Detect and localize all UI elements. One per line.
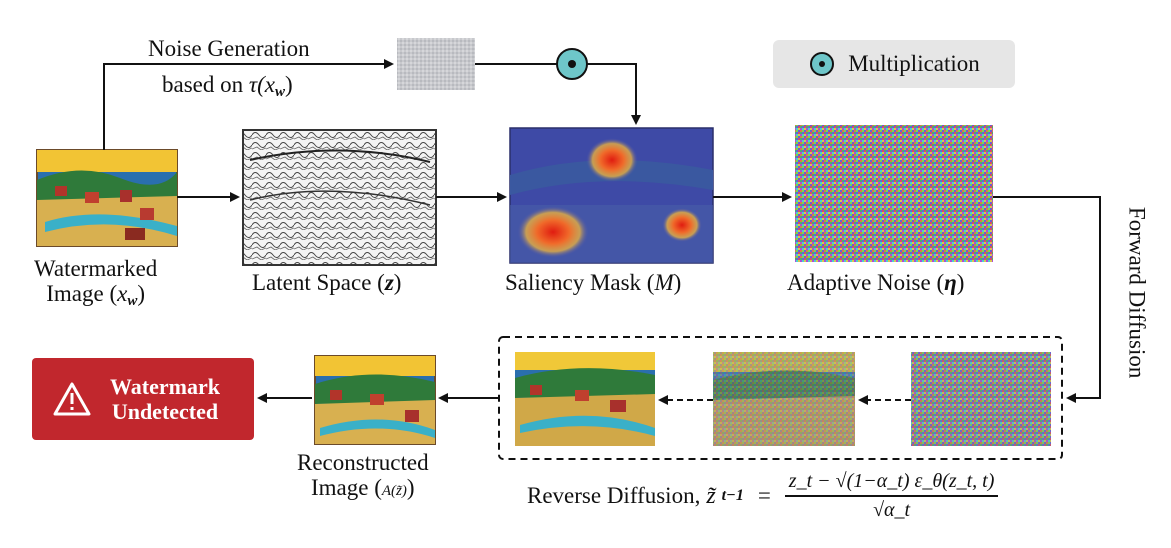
adaptive-noise-image	[795, 125, 993, 262]
saliency-mask-label: Saliency Mask (M)	[505, 270, 682, 295]
latent-space-label: Latent Space (z)	[252, 270, 402, 295]
latent-space-image	[242, 129, 437, 266]
mult-to-mask-arrow	[587, 63, 641, 125]
saliency-mask-image	[509, 127, 714, 264]
reconstructed-label: Reconstructed Image (A(z̃))	[297, 450, 429, 501]
noise-generation-label: Noise Generation	[148, 36, 310, 61]
watermark-undetected-alert: Watermark Undetected	[32, 358, 254, 440]
multiplication-node	[556, 48, 588, 80]
warning-icon	[53, 382, 91, 416]
reverse-step-clean	[515, 352, 655, 446]
watermarked-image	[36, 149, 178, 247]
forward-diffusion-label: Forward Diffusion	[1124, 206, 1150, 379]
reverse-diffusion-formula: Reverse Diffusion, z̃t−1 = z_t − √(1−α_t…	[527, 470, 999, 522]
multiplication-icon	[810, 52, 835, 76]
reverse-step-noisy	[911, 352, 1051, 446]
noise-gen-arrow	[103, 59, 394, 150]
reverse-fraction: z_t − √(1−α_t) ε_θ(z_t, t) √α_t	[784, 470, 999, 522]
reconstructed-image	[314, 355, 436, 445]
reverse-step-mid	[713, 352, 855, 446]
watermarked-label: Watermarked Image (xw)	[34, 256, 158, 310]
forward-diffusion-arrow	[993, 196, 1101, 403]
adaptive-noise-label: Adaptive Noise (η)	[787, 270, 965, 295]
alert-text: Watermark Undetected	[110, 373, 220, 424]
reverse-diffusion-label: Reverse Diffusion,	[527, 483, 701, 508]
noise-box	[397, 38, 475, 90]
noise-generation-basis: based on τ(xw)	[162, 72, 293, 100]
legend: Multiplication	[773, 40, 1015, 88]
legend-label: Multiplication	[848, 51, 980, 76]
